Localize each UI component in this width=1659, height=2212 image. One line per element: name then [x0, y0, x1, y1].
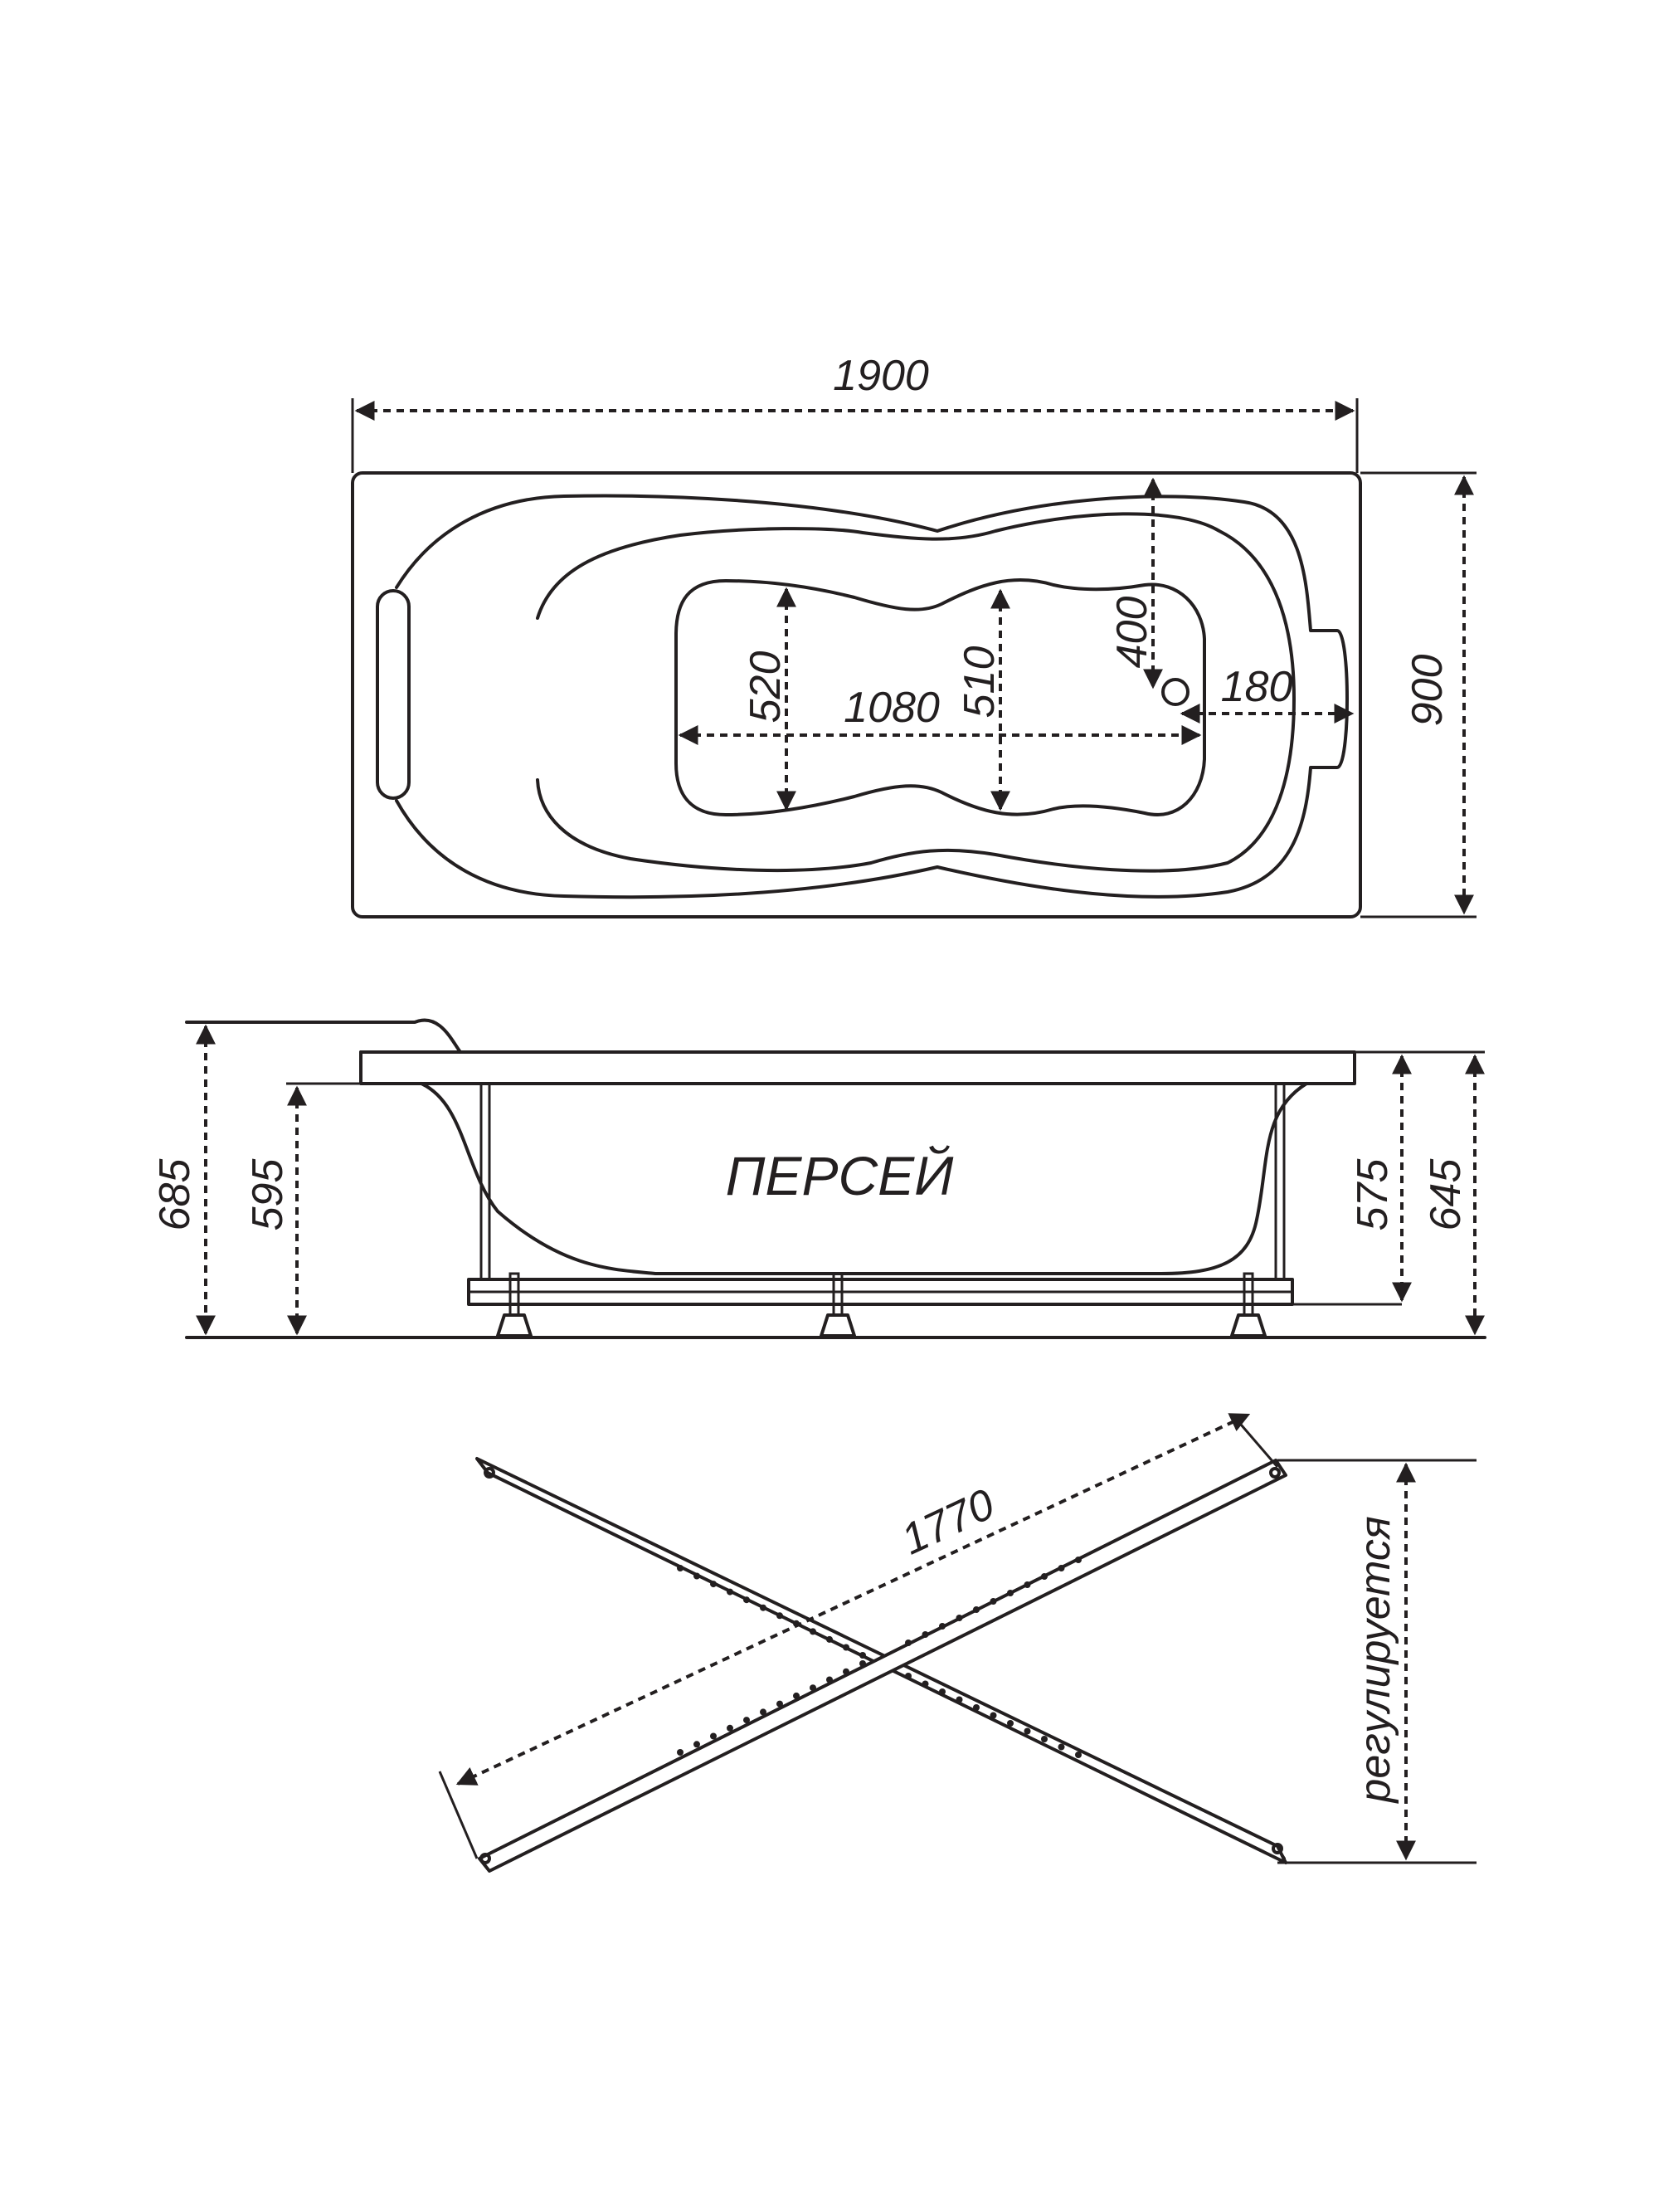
frame-hole	[677, 1565, 684, 1571]
adjustable-label: регулируется	[1351, 1516, 1399, 1804]
frame-hole	[905, 1640, 912, 1646]
frame-hole	[859, 1652, 866, 1659]
frame-hole	[776, 1700, 783, 1708]
frame-hole	[939, 1688, 946, 1695]
frame-hole	[710, 1732, 717, 1740]
frame-hole	[810, 1684, 816, 1692]
frame-hole	[1075, 1752, 1082, 1758]
dim-1080: 1080	[844, 684, 940, 732]
top-view: 1900 900 1080 520 510 400 180	[351, 352, 1477, 918]
frame-hole	[826, 1635, 833, 1643]
frame-hole	[793, 1692, 800, 1699]
frame-hole	[973, 1704, 980, 1711]
outer-bowl	[395, 494, 1349, 899]
frame-hole	[693, 1572, 700, 1580]
frame-hole	[1058, 1565, 1065, 1571]
drain-icon	[1161, 678, 1190, 706]
frame-view: 1770 регулируется	[438, 1413, 1477, 1873]
dim-1900: 1900	[833, 352, 929, 400]
dim-900: 900	[1404, 655, 1452, 727]
tub-outline	[351, 471, 1362, 918]
frame-hole	[743, 1717, 750, 1724]
inner-ledge	[536, 512, 1296, 873]
dim-1770: 1770	[894, 1480, 1001, 1564]
bowl-bottom	[674, 578, 1206, 816]
leg-left	[496, 1272, 533, 1337]
frame-hole	[1041, 1573, 1048, 1580]
frame-hole	[956, 1696, 963, 1703]
frame-hole	[760, 1604, 766, 1611]
frame-hole	[922, 1680, 929, 1688]
frame-hole	[1075, 1557, 1082, 1563]
dim-685: 685	[151, 1158, 199, 1231]
frame-hole	[956, 1615, 963, 1621]
headrest-profile	[185, 1018, 462, 1054]
dim-line-1770	[455, 1413, 1251, 1786]
frame-hole	[859, 1660, 866, 1667]
dim-575: 575	[1349, 1158, 1397, 1231]
dim-645: 645	[1422, 1158, 1470, 1231]
dim-180: 180	[1221, 663, 1293, 711]
frame-hole	[1024, 1581, 1031, 1588]
model-name: ПЕРСЕЙ	[726, 1144, 955, 1206]
frame-hole	[990, 1712, 997, 1719]
frame-hole	[727, 1724, 733, 1732]
frame-hole	[1007, 1590, 1014, 1596]
frame-hole	[743, 1596, 750, 1604]
frame-hole	[905, 1673, 912, 1679]
frame-post-left	[479, 1082, 491, 1281]
tub-body	[420, 1082, 1308, 1275]
frame-hole	[1041, 1736, 1048, 1742]
frame-hole	[1024, 1727, 1031, 1735]
frame-hole	[710, 1581, 717, 1588]
tub-rim	[359, 1050, 1356, 1085]
frame-hole	[826, 1676, 833, 1683]
frame-hole	[1007, 1720, 1014, 1727]
frame-hole	[693, 1741, 700, 1748]
leg-right	[1230, 1272, 1267, 1337]
frame-hole	[973, 1606, 980, 1613]
dim-595: 595	[244, 1158, 292, 1231]
leg-middle	[820, 1272, 856, 1337]
frame-hole	[776, 1612, 783, 1620]
frame-hole	[990, 1598, 997, 1605]
frame-hole	[939, 1623, 946, 1630]
headrest-pad	[376, 589, 411, 800]
frame-hole	[760, 1708, 766, 1716]
frame-hole	[843, 1644, 849, 1651]
dim-510: 510	[956, 646, 1004, 719]
dim-520: 520	[742, 651, 790, 724]
frame-hole	[922, 1631, 929, 1638]
side-view: ПЕРСЕЙ 685 595 575 645	[151, 1018, 1486, 1339]
dim-400: 400	[1108, 597, 1156, 669]
frame-hole	[810, 1628, 816, 1635]
frame-hole	[727, 1588, 733, 1596]
frame-hole	[1058, 1743, 1065, 1751]
frame-hole	[843, 1668, 849, 1675]
frame-hole	[677, 1749, 684, 1756]
